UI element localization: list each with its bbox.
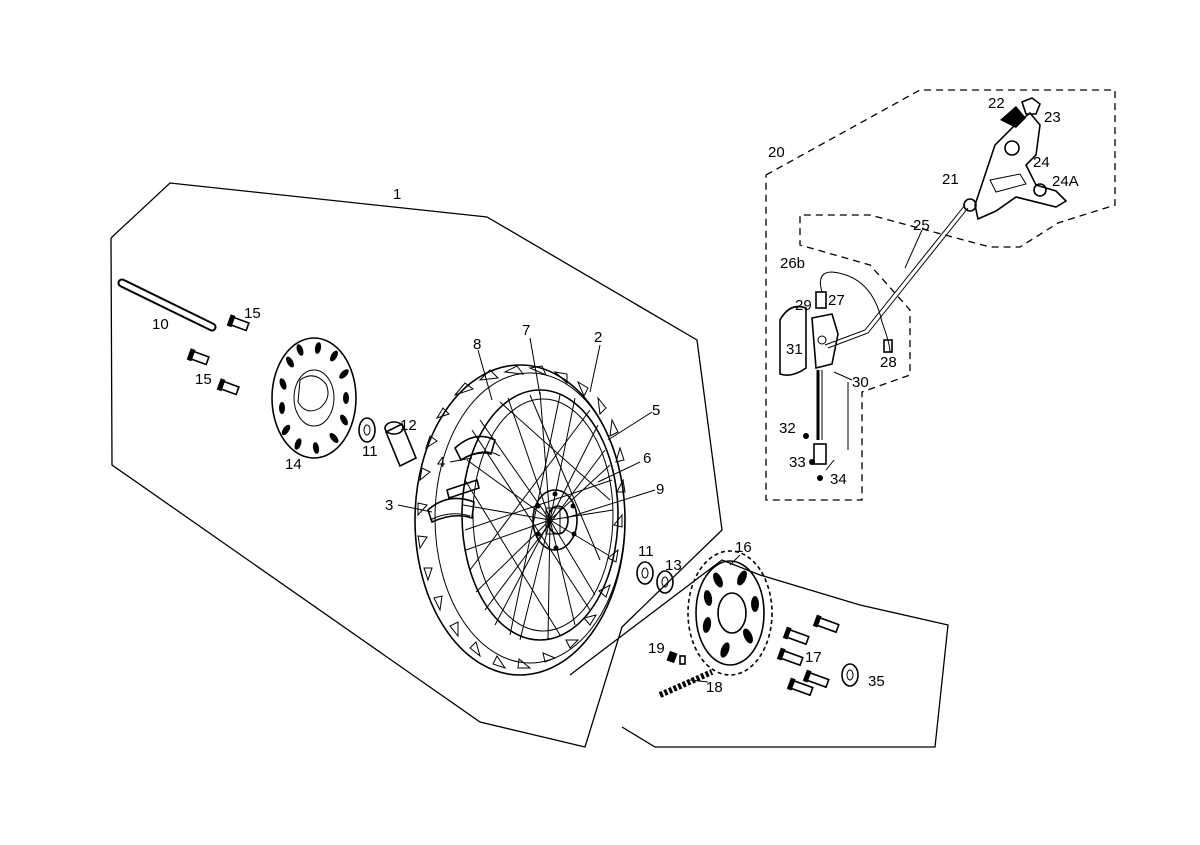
callout-23: 23 bbox=[1044, 109, 1061, 126]
callout-20: 20 bbox=[768, 144, 785, 161]
chain-part bbox=[658, 669, 714, 698]
callout-24: 24 bbox=[1033, 154, 1050, 171]
callout-11-left: 11 bbox=[362, 443, 378, 460]
callout-26b: 26b bbox=[780, 255, 805, 272]
callout-11-right: 11 bbox=[638, 543, 654, 560]
callout-35: 35 bbox=[868, 673, 885, 690]
sprocket-group-frame bbox=[569, 559, 949, 748]
brake-caliper-part bbox=[963, 97, 1068, 221]
callout-32: 32 bbox=[779, 420, 796, 437]
rear-wheel-part bbox=[414, 364, 626, 676]
callout-2: 2 bbox=[594, 329, 602, 346]
nut-part bbox=[841, 663, 859, 687]
callout-34: 34 bbox=[830, 471, 847, 488]
callout-17: 17 bbox=[805, 649, 822, 666]
brake-group-frame bbox=[765, 89, 1116, 501]
sprocket-part bbox=[687, 550, 773, 676]
callout-13: 13 bbox=[665, 557, 682, 574]
bearing-left-part bbox=[358, 417, 376, 443]
callout-21: 21 bbox=[942, 171, 959, 188]
callout-28: 28 bbox=[880, 354, 897, 371]
disc-bolt-parts bbox=[186, 314, 250, 396]
callout-7: 7 bbox=[522, 322, 530, 339]
seal-part bbox=[656, 570, 674, 594]
brake-disc-part bbox=[271, 337, 357, 459]
callout-25: 25 bbox=[913, 217, 930, 234]
callout-30: 30 bbox=[852, 374, 869, 391]
callout-6: 6 bbox=[643, 450, 651, 467]
callout-labels: 1 2 3 4 5 6 7 8 9 10 11 11 12 13 14 15 1… bbox=[152, 95, 1079, 696]
rim-tape-4-part bbox=[446, 435, 501, 500]
reservoir-hose-part bbox=[815, 271, 893, 353]
spacer-part bbox=[384, 421, 418, 468]
clevis-parts bbox=[803, 433, 835, 481]
bearing-right-part bbox=[636, 561, 654, 585]
callout-19: 19 bbox=[648, 640, 665, 657]
callout-16: 16 bbox=[735, 539, 752, 556]
callout-14: 14 bbox=[285, 456, 302, 473]
callout-15-top: 15 bbox=[244, 305, 261, 322]
brake-hose-part bbox=[824, 204, 969, 349]
callout-8: 8 bbox=[473, 336, 481, 353]
master-cylinder-part bbox=[779, 305, 839, 440]
callout-1: 1 bbox=[393, 186, 401, 203]
callout-24a: 24A bbox=[1052, 173, 1079, 190]
callout-29: 29 bbox=[795, 297, 812, 314]
rim-tape-3-part bbox=[427, 497, 475, 524]
callout-31: 31 bbox=[786, 341, 803, 358]
sprocket-bolt-parts bbox=[776, 614, 840, 697]
callout-18: 18 bbox=[706, 679, 723, 696]
callout-15-bottom: 15 bbox=[195, 371, 212, 388]
callout-5: 5 bbox=[652, 402, 660, 419]
callout-4: 4 bbox=[437, 454, 445, 471]
leader-lines bbox=[397, 229, 923, 683]
callout-27: 27 bbox=[828, 292, 845, 309]
assembly-1-frame bbox=[110, 182, 723, 748]
axle-part bbox=[117, 278, 217, 332]
callout-12: 12 bbox=[400, 417, 417, 434]
callout-10: 10 bbox=[152, 316, 169, 333]
callout-22: 22 bbox=[988, 95, 1005, 112]
callout-33: 33 bbox=[789, 454, 806, 471]
callout-3: 3 bbox=[385, 497, 393, 514]
chain-clip-part bbox=[666, 650, 686, 665]
callout-9: 9 bbox=[656, 481, 664, 498]
